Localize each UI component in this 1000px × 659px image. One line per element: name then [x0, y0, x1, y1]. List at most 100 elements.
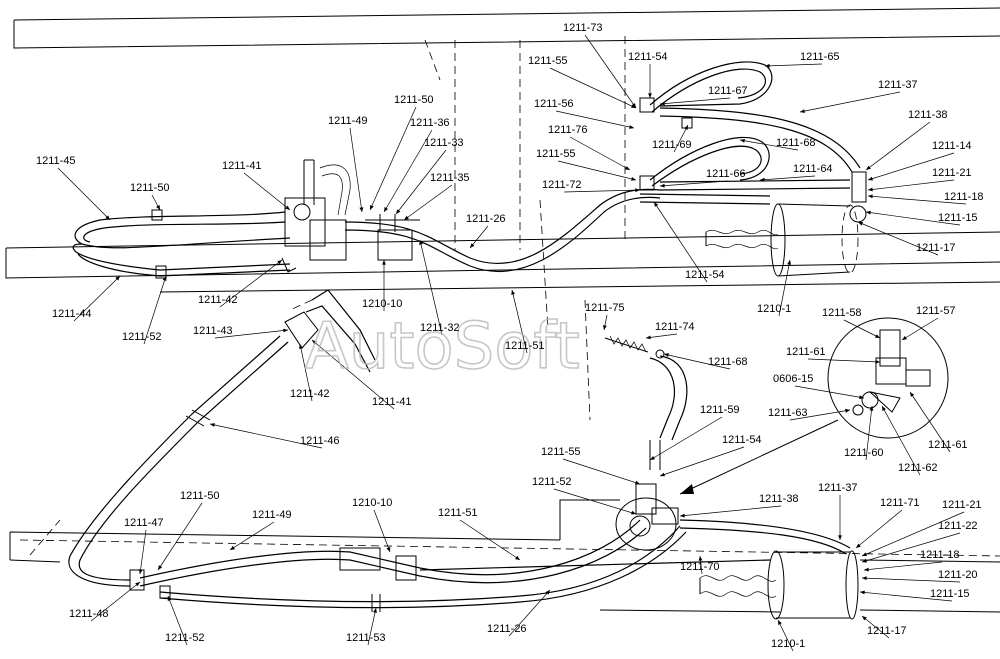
leader-line — [311, 339, 395, 410]
part-label: 1211-14 — [932, 140, 972, 152]
leader-arrowhead — [882, 406, 886, 411]
leader-line — [909, 391, 951, 453]
leader-arrowhead — [740, 138, 745, 143]
leader-arrowhead — [864, 567, 869, 572]
leader-arrowhead — [868, 194, 873, 199]
part-label: 1211-68 — [776, 137, 816, 149]
part-label: 1211-54 — [722, 434, 762, 446]
leader-line — [663, 353, 731, 370]
spring-and-u-fitting — [604, 335, 688, 470]
construction-lines — [19, 36, 1000, 557]
leader-arrowhead — [603, 325, 607, 330]
part-label: 1211-54 — [628, 51, 668, 63]
part-label: 1211-63 — [768, 407, 808, 419]
leader-line — [367, 607, 377, 646]
part-label: 1211-50 — [130, 182, 170, 194]
leader-line — [867, 195, 967, 205]
part-label: 1211-61 — [786, 346, 826, 358]
leader-line — [549, 67, 637, 109]
leader-line — [511, 289, 528, 354]
leader-arrowhead — [646, 335, 651, 340]
leader-arrowhead — [765, 63, 770, 68]
leader-line — [569, 136, 631, 171]
leader-line — [843, 319, 881, 339]
leader-line — [867, 179, 955, 191]
leader-arrowhead — [635, 188, 640, 193]
leader-arrowhead — [545, 590, 550, 595]
leader-line — [419, 239, 443, 336]
leader-lines — [57, 34, 967, 652]
leader-line — [901, 317, 939, 341]
part-label: 1211-67 — [708, 85, 748, 97]
part-label: 1211-51 — [505, 340, 545, 352]
long-diagonal-hose — [68, 289, 376, 587]
part-label: 1211-73 — [563, 22, 603, 34]
leader-line — [649, 416, 723, 461]
leader-arrowhead — [684, 125, 688, 130]
leader-arrowhead — [868, 176, 873, 181]
lower-relay-valve — [615, 483, 679, 551]
part-label: 1211-38 — [908, 109, 948, 121]
leader-arrowhead — [875, 334, 880, 338]
part-label: 1211-43 — [193, 325, 233, 337]
leader-arrowhead — [511, 290, 515, 295]
part-label: 1211-35 — [430, 172, 470, 184]
part-label: 1211-71 — [880, 497, 920, 509]
leader-line — [855, 509, 903, 549]
leader-arrowhead — [277, 260, 282, 265]
leader-arrowhead — [859, 395, 864, 400]
leader-arrowhead — [382, 260, 386, 265]
leader-line — [867, 152, 955, 181]
part-label: 1211-47 — [124, 517, 164, 529]
leader-arrowhead — [396, 209, 401, 214]
part-label: 1211-37 — [878, 79, 918, 91]
part-label: 1211-51 — [438, 507, 478, 519]
leader-line — [469, 225, 489, 249]
part-label: 1211-44 — [52, 308, 92, 320]
part-label: 1211-20 — [938, 569, 978, 581]
part-label: 1211-64 — [793, 163, 833, 175]
part-label: 1211-21 — [942, 499, 982, 511]
leader-arrowhead — [860, 590, 865, 595]
leader-arrowhead — [419, 240, 423, 245]
valve-detail-circle — [827, 317, 949, 439]
brake-chamber-lower — [699, 550, 859, 620]
leader-line — [73, 275, 121, 322]
leader-line — [395, 149, 447, 215]
upper-right-hose-loops — [639, 61, 867, 223]
leader-arrowhead — [660, 472, 665, 477]
leader-line — [369, 106, 417, 211]
part-label: 1211-49 — [328, 115, 368, 127]
leader-arrowhead — [902, 335, 907, 340]
part-label: 1211-61 — [928, 439, 968, 451]
part-label: 1211-52 — [165, 632, 205, 644]
leader-arrowhead — [115, 276, 120, 281]
leader-line — [857, 221, 939, 256]
leader-line — [764, 63, 823, 67]
leader-line — [861, 577, 961, 583]
leader-line — [209, 423, 323, 449]
leader-line — [167, 595, 188, 646]
part-label: 1211-56 — [534, 98, 574, 110]
leader-line — [553, 488, 637, 515]
leader-arrowhead — [631, 177, 636, 181]
leader-arrowhead — [858, 222, 863, 226]
part-label: 1211-42 — [198, 294, 238, 306]
leader-line — [863, 561, 943, 571]
leader-line — [659, 97, 731, 105]
part-label: 1211-62 — [898, 462, 938, 474]
leader-arrowhead — [167, 596, 172, 601]
leader-arrowhead — [312, 340, 317, 345]
part-label: 1211-66 — [706, 168, 746, 180]
leader-line — [299, 343, 313, 402]
leader-arrowhead — [515, 555, 520, 560]
leader-arrowhead — [285, 205, 290, 210]
leader-arrowhead — [866, 165, 871, 170]
part-label: 1211-18 — [944, 191, 984, 203]
leader-arrowhead — [299, 344, 303, 349]
leader-line — [777, 619, 794, 652]
leader-line — [789, 409, 851, 421]
part-label: 1211-57 — [916, 305, 956, 317]
leader-line — [653, 201, 708, 283]
